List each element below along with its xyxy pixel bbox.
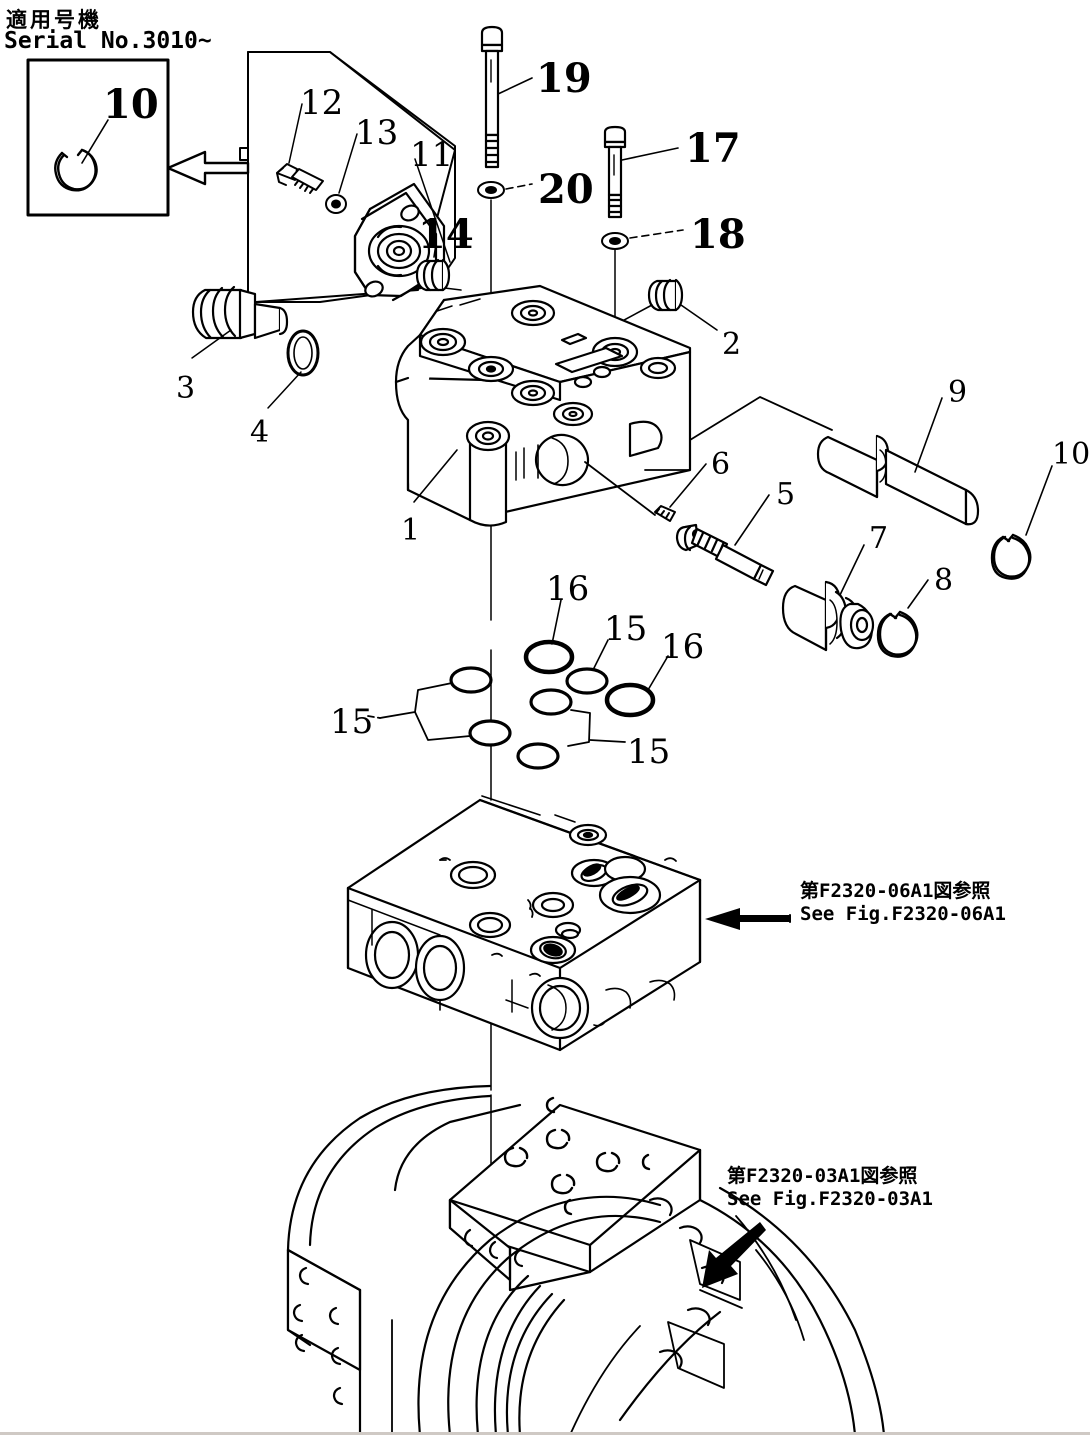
leader-2 — [680, 304, 718, 331]
part-15-oring-4 — [529, 688, 573, 716]
serial-note-japanese: 適用号機 — [6, 8, 102, 32]
inset-detail-box — [26, 58, 170, 217]
part-12-bolt — [276, 163, 324, 194]
bracket-15-left-b — [414, 711, 471, 741]
part-6-setscrew — [654, 505, 676, 522]
part-9-pin — [816, 434, 980, 526]
callout-number-19: 19 — [536, 55, 592, 102]
leader-5 — [734, 494, 770, 546]
part-3-plug — [191, 285, 289, 340]
oring-group — [367, 599, 669, 770]
part-8-snap-ring — [876, 610, 919, 658]
callout-number-15: 15 — [604, 609, 648, 649]
ref-03a1-arrow — [702, 1222, 766, 1288]
part-16-oring-a — [523, 639, 575, 675]
callout-number-12: 12 — [300, 83, 344, 123]
callout-number-1: 1 — [401, 513, 421, 548]
bracket-15-left — [379, 682, 453, 719]
leader-1 — [413, 449, 458, 503]
leader-3 — [191, 329, 232, 359]
part-15-oring-3 — [565, 667, 609, 695]
ref-03a1-japanese: 第F2320-03A1図参照 — [727, 1165, 918, 1187]
part-16-oring-b — [604, 682, 656, 718]
part-15-oring-1 — [449, 666, 493, 694]
part-7-spool — [781, 580, 875, 652]
connector-lines — [584, 396, 833, 516]
bottom-housing — [286, 1084, 885, 1432]
callout-number-7: 7 — [869, 521, 889, 556]
part-19-long-bolt — [480, 25, 504, 169]
part-1-valve-body — [394, 284, 692, 527]
callout-number-16: 16 — [661, 627, 705, 667]
assembly-11-boundary — [247, 51, 456, 303]
leader-12 — [288, 103, 303, 164]
callout-number-18: 18 — [690, 211, 746, 258]
ref-06a1-english: See Fig.F2320-06A1 — [800, 903, 1006, 925]
leader-15-a — [592, 639, 609, 671]
leader-20 — [505, 183, 533, 190]
leader-19 — [497, 77, 533, 95]
leader-16-b — [647, 655, 669, 691]
leader-18 — [629, 229, 684, 239]
part-18-washer — [601, 232, 629, 250]
callout-number-5: 5 — [776, 477, 796, 512]
callout-number-16: 16 — [546, 569, 590, 609]
part-2-plug — [647, 278, 684, 312]
callout-number-6: 6 — [711, 447, 731, 482]
part-10-snap-ring — [990, 533, 1032, 580]
ref-06a1-japanese: 第F2320-06A1図参照 — [800, 880, 991, 902]
callout-number-15: 15 — [330, 702, 374, 742]
callout-number-14: 14 — [418, 211, 474, 258]
leader-8 — [907, 579, 929, 609]
inset-snap-ring — [54, 148, 98, 192]
ref-06a1-arrow — [705, 908, 791, 930]
callout-number-10: 10 — [1052, 437, 1090, 472]
callout-number-8: 8 — [934, 563, 954, 598]
part-15-oring-5 — [516, 742, 560, 770]
leader-4 — [267, 371, 302, 409]
callout-number-15: 15 — [627, 732, 671, 772]
ref-03a1-english: See Fig.F2320-03A1 — [727, 1188, 933, 1210]
leader-13 — [338, 133, 358, 194]
part-15-oring-2 — [468, 719, 512, 747]
callout-number-17: 17 — [685, 125, 741, 172]
bracket-15-right — [567, 709, 591, 747]
callout-number-13: 13 — [355, 113, 399, 153]
part-17-bolt — [603, 125, 627, 219]
leader-9 — [914, 397, 943, 473]
leader-10-right — [1025, 465, 1053, 536]
boundary-tick — [239, 147, 249, 161]
callout-number-9: 9 — [948, 375, 968, 410]
leader-6 — [669, 463, 707, 508]
lower-valve-body — [346, 795, 702, 1052]
callout-number-2: 2 — [722, 327, 742, 362]
leader-17 — [621, 147, 679, 161]
callout-number-3: 3 — [176, 371, 196, 406]
serial-note-english: Serial No.3010~ — [4, 28, 212, 54]
part-13-washer — [325, 194, 347, 214]
callout-number-11: 11 — [410, 135, 454, 175]
part-5-bolt — [675, 523, 775, 587]
callout-number-10: 10 — [103, 81, 159, 128]
leader-7 — [839, 544, 865, 596]
part-20-washer — [477, 181, 505, 199]
leader-14 — [433, 243, 437, 258]
callout-number-4: 4 — [250, 415, 270, 450]
inset-arrow — [166, 150, 250, 186]
part-4-oring — [286, 329, 320, 377]
part-14-plug — [415, 258, 451, 292]
callout-number-20: 20 — [538, 166, 594, 213]
leader-11 — [414, 158, 451, 263]
leader-16-a — [551, 599, 562, 645]
